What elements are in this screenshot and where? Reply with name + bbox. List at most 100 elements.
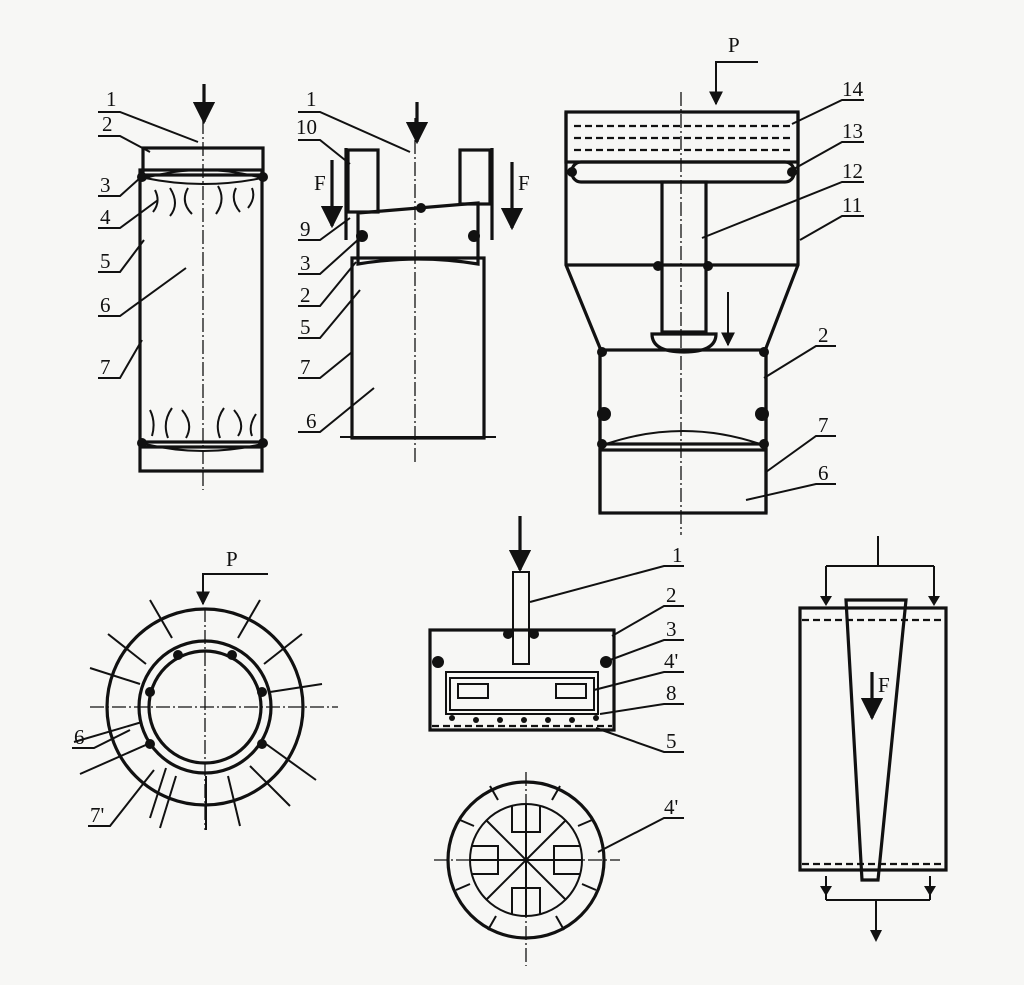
seal-ball — [258, 438, 268, 448]
seal-ball — [529, 629, 539, 639]
label-a-6: 6 — [100, 293, 111, 317]
leader-a-6 — [98, 267, 187, 317]
liquid-dashes-c — [574, 124, 790, 152]
seal-ball — [145, 739, 155, 749]
label-c-7: 7 — [818, 413, 829, 437]
label-b-1: 1 — [306, 87, 317, 111]
leader-f-4p — [597, 817, 684, 853]
insert-cavity-e — [445, 671, 599, 715]
seal-ball — [597, 407, 611, 421]
figure-f: 4' — [434, 772, 684, 966]
leader-b-3 — [298, 237, 361, 275]
leader-b-6 — [298, 387, 375, 433]
label-f-4p: 4' — [664, 795, 678, 819]
force-label-b-left: F — [314, 171, 326, 195]
leader-b-9 — [298, 217, 351, 241]
seal-ball — [567, 167, 577, 177]
piston-b — [356, 201, 480, 266]
inlet-arrow-r — [928, 596, 940, 606]
seal-ball — [703, 261, 713, 271]
rod-head-c — [650, 332, 718, 354]
label-e-2: 2 — [666, 583, 677, 607]
leader-a-3 — [98, 177, 141, 197]
leader-a-2 — [98, 135, 151, 153]
insert-4p-e — [449, 677, 595, 711]
sleeve-right-b — [458, 148, 492, 206]
seal-ball — [759, 439, 769, 449]
outlet-pipe-g — [825, 876, 931, 930]
stem-e — [512, 571, 530, 665]
leader-e-4p — [593, 671, 684, 691]
label-a-1: 1 — [106, 87, 117, 111]
insert-window-l — [457, 683, 489, 699]
filter-body-g — [798, 606, 948, 872]
figure-a: 1 2 3 4 5 6 7 — [98, 84, 268, 490]
leader-b-2 — [298, 261, 357, 307]
leader-e-3 — [609, 639, 684, 661]
seal-ball — [257, 739, 267, 749]
seal-ball — [597, 439, 607, 449]
lower-cap-a — [138, 445, 264, 473]
leader-c-13 — [791, 141, 864, 171]
seal-ball — [600, 656, 612, 668]
rod-c — [660, 180, 708, 334]
seal-ball — [503, 629, 513, 639]
leader-b-1 — [298, 111, 411, 153]
leader-d-6 — [72, 729, 131, 749]
leader-d-7p — [88, 769, 155, 827]
seal-ball — [257, 687, 267, 697]
label-c-11: 11 — [842, 193, 862, 217]
inlet-arrow-l — [820, 596, 832, 606]
label-b-9: 9 — [300, 217, 311, 241]
label-a-2: 2 — [102, 112, 113, 136]
seal-ball — [653, 261, 663, 271]
mandrel-g — [844, 598, 908, 882]
label-a-3: 3 — [100, 173, 111, 197]
label-e-4p: 4' — [664, 649, 678, 673]
label-b-2: 2 — [300, 283, 311, 307]
label-b-10: 10 — [296, 115, 317, 139]
insert-window-r — [555, 683, 587, 699]
drain-arrow-r — [924, 886, 936, 896]
sleeve-left-b — [346, 148, 380, 214]
label-c-2: 2 — [818, 323, 829, 347]
label-a-4: 4 — [100, 205, 111, 229]
leader-e-1 — [529, 565, 684, 603]
label-c-6: 6 — [818, 461, 829, 485]
membrane-c — [570, 160, 796, 184]
inlet-pipe-g — [825, 536, 935, 602]
seal-ball — [145, 687, 155, 697]
dots-e — [449, 715, 599, 723]
seal-ball — [416, 203, 426, 213]
label-b-5: 5 — [300, 315, 311, 339]
leader-a-5 — [98, 239, 145, 273]
label-a-5: 5 — [100, 249, 111, 273]
leader-e-2 — [611, 605, 684, 637]
label-b-7: 7 — [300, 355, 311, 379]
leader-a-1 — [98, 111, 199, 143]
label-c-12: 12 — [842, 159, 863, 183]
leader-e-5 — [595, 727, 684, 753]
label-e-8: 8 — [666, 681, 677, 705]
label-a-7: 7 — [100, 355, 111, 379]
leader-c-14 — [791, 99, 864, 125]
label-d-6: 6 — [74, 725, 85, 749]
seal-ball — [755, 407, 769, 421]
label-c-14: 14 — [842, 77, 864, 101]
figure-e: 1 2 3 4' 8 5 — [428, 516, 684, 753]
notches-f — [455, 785, 597, 931]
filter-body-a — [138, 168, 264, 444]
pressure-label-d: P — [226, 547, 238, 571]
seal-ball — [759, 347, 769, 357]
leader-b-5 — [298, 289, 361, 339]
seal-ball — [137, 438, 147, 448]
force-label-b-right: F — [518, 171, 530, 195]
leader-b-10 — [298, 139, 351, 165]
filter-body-b — [350, 256, 486, 440]
leader-b-7 — [298, 351, 353, 379]
seal-ball — [227, 650, 237, 660]
label-e-1: 1 — [672, 543, 683, 567]
pressure-label-c: P — [728, 33, 740, 57]
nozzle-c — [605, 430, 761, 445]
